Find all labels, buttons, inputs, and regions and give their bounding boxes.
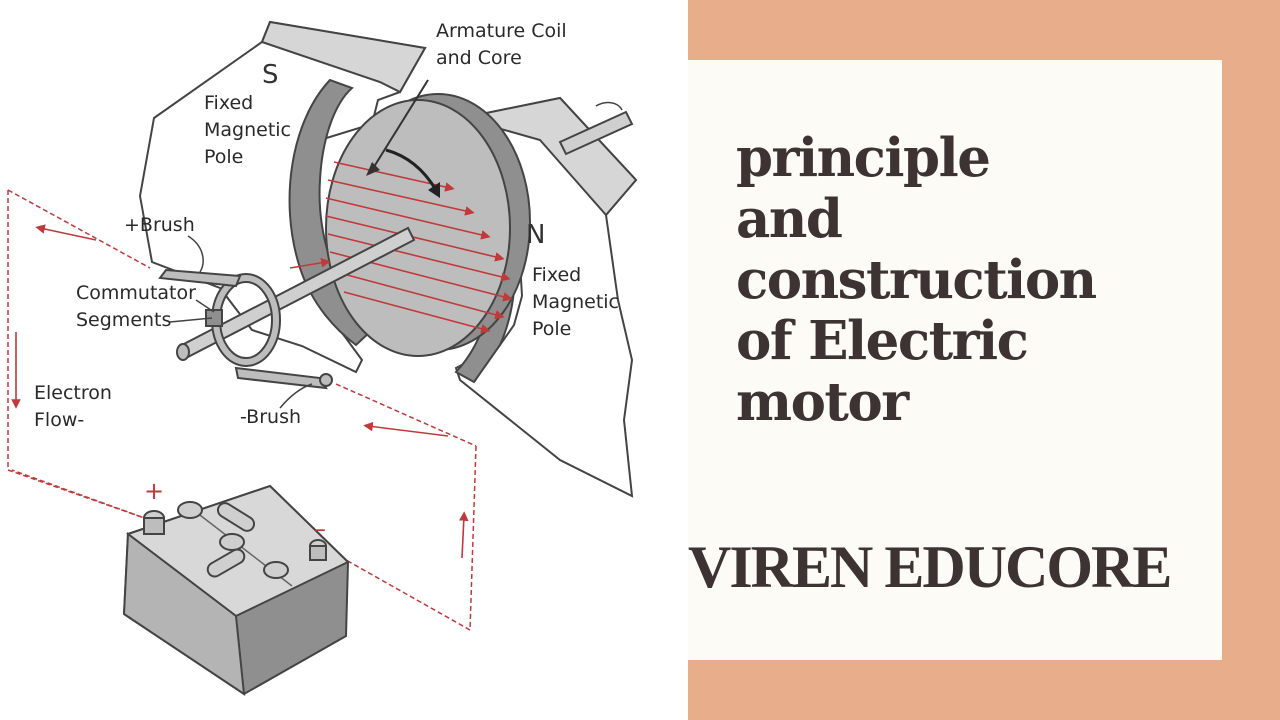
motor-illustration	[7, 20, 638, 697]
battery-minus-label: –	[314, 515, 326, 543]
commutator-label: Commutator Segments	[76, 282, 196, 331]
armature-label: Armature Coil and Core	[436, 20, 567, 69]
plus-brush	[158, 268, 242, 288]
brand-name: VIREN EDUCORE	[688, 534, 1172, 600]
fixed-pole-left-label: Fixed Magnetic Pole	[204, 92, 292, 168]
fixed-pole-right-label: Fixed Magnetic Pole	[532, 264, 620, 340]
motor-diagram: Armature Coil and Core S Fixed Magnetic …	[7, 20, 638, 697]
minus-brush	[234, 366, 328, 390]
n-pole-letter: N	[526, 220, 546, 250]
battery-plus-label: +	[144, 477, 165, 505]
s-pole-letter: S	[262, 60, 279, 90]
title-card	[688, 60, 1222, 660]
s-pole-top-face	[260, 20, 427, 94]
plus-brush-label: +Brush	[124, 214, 195, 236]
rear-shaft	[558, 110, 634, 156]
rotation-arrow	[385, 148, 438, 191]
electron-flow-label: Electron Flow-	[34, 382, 112, 431]
minus-brush-label: -Brush	[240, 406, 302, 428]
n-pole-top-face	[461, 96, 638, 217]
circuit-wire	[7, 189, 477, 631]
page-title: principle and construction of Electric m…	[736, 127, 1097, 433]
battery	[122, 484, 350, 697]
armature-face	[325, 99, 511, 357]
